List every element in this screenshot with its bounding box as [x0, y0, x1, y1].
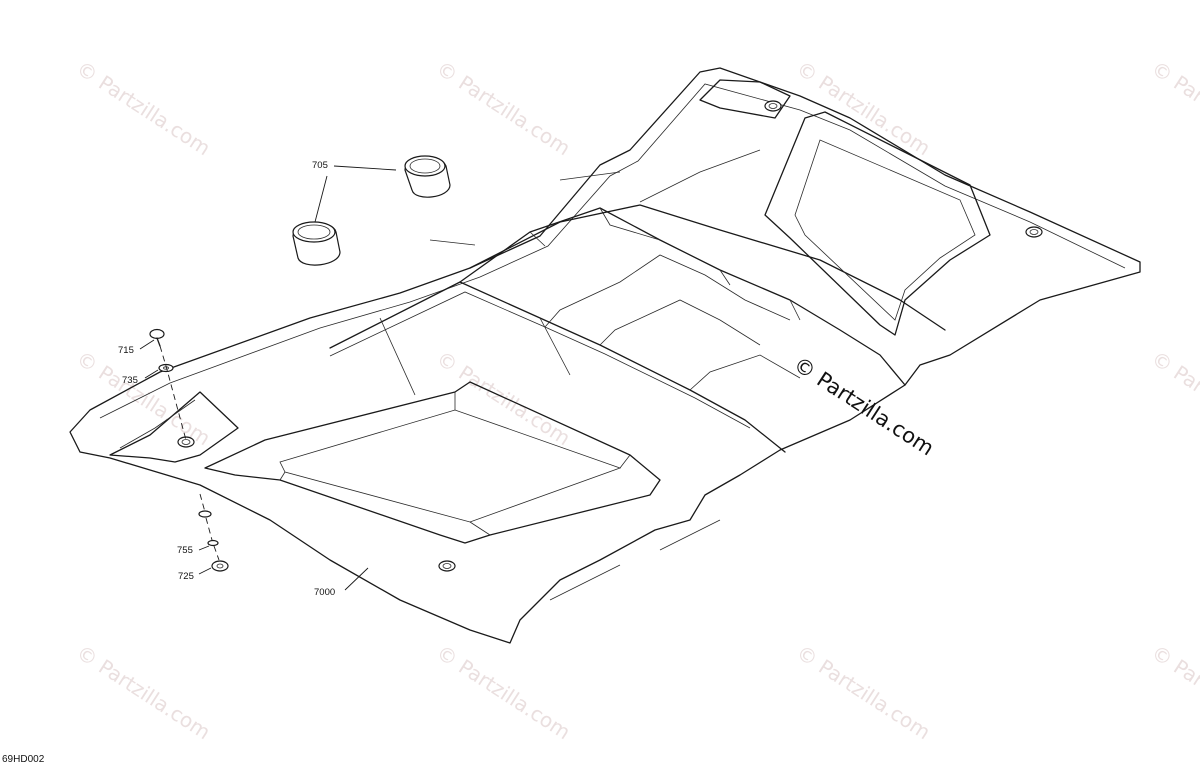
watermark: © Partzilla.com — [792, 56, 935, 160]
leader-lines — [139, 165, 397, 591]
watermark: © Partzilla.com — [1147, 346, 1200, 450]
watermark: © Partzilla.com — [792, 640, 935, 744]
partzilla-watermark: © Partzilla.com — [789, 352, 938, 460]
callout-755[interactable]: 755 — [177, 545, 193, 556]
washer-upper — [198, 510, 212, 518]
grommet — [764, 100, 782, 112]
nut-725 — [211, 560, 229, 572]
callout-725[interactable]: 725 — [178, 571, 194, 582]
callout-715[interactable]: 715 — [118, 345, 134, 356]
figure-code: 69HD002 — [2, 754, 45, 765]
watermark: © Partzilla.com — [72, 640, 215, 744]
watermark: © Partzilla.com — [72, 56, 215, 160]
watermark: © Partzilla.com — [1147, 640, 1200, 744]
washer-735 — [158, 363, 174, 373]
assembly-axis-upper — [159, 345, 187, 441]
strap-705-upper — [404, 155, 451, 198]
assembly-axis-lower — [199, 493, 220, 561]
watermark-grid: © Partzilla.com © Partzilla.com © Partzi… — [72, 56, 1200, 744]
callout-7000[interactable]: 7000 — [314, 587, 335, 598]
callout-735[interactable]: 735 — [122, 375, 138, 386]
watermark: © Partzilla.com — [432, 56, 575, 160]
strap-705-lower — [292, 221, 341, 266]
watermark: © Partzilla.com — [432, 346, 575, 450]
watermark: © Partzilla.com — [1147, 56, 1200, 160]
clip-715 — [149, 328, 165, 347]
grommet — [438, 560, 456, 572]
washer-755 — [207, 539, 219, 547]
roof-panel-7000 — [69, 67, 1141, 644]
grommet — [177, 436, 195, 448]
callout-705[interactable]: 705 — [312, 160, 328, 171]
grommet — [1025, 226, 1043, 238]
watermark: © Partzilla.com — [432, 640, 575, 744]
